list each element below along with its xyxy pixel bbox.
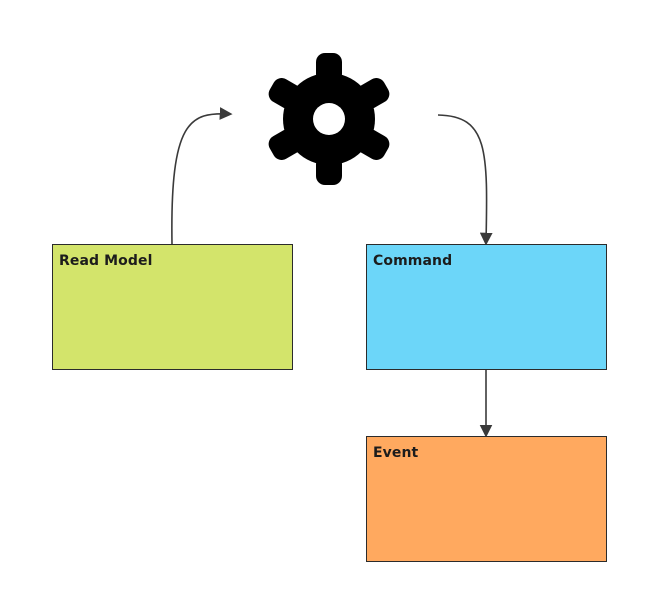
read-model-label: Read Model (59, 253, 153, 269)
edge-read-model-to-processor (171, 107, 233, 245)
gear-icon (268, 53, 390, 185)
command-node[interactable]: Command (366, 244, 607, 370)
read-model-node[interactable]: Read Model (52, 244, 293, 370)
edge-processor-to-command (437, 114, 493, 246)
command-label: Command (373, 253, 453, 269)
event-label: Event (373, 445, 419, 461)
event-node[interactable]: Event (366, 436, 607, 562)
